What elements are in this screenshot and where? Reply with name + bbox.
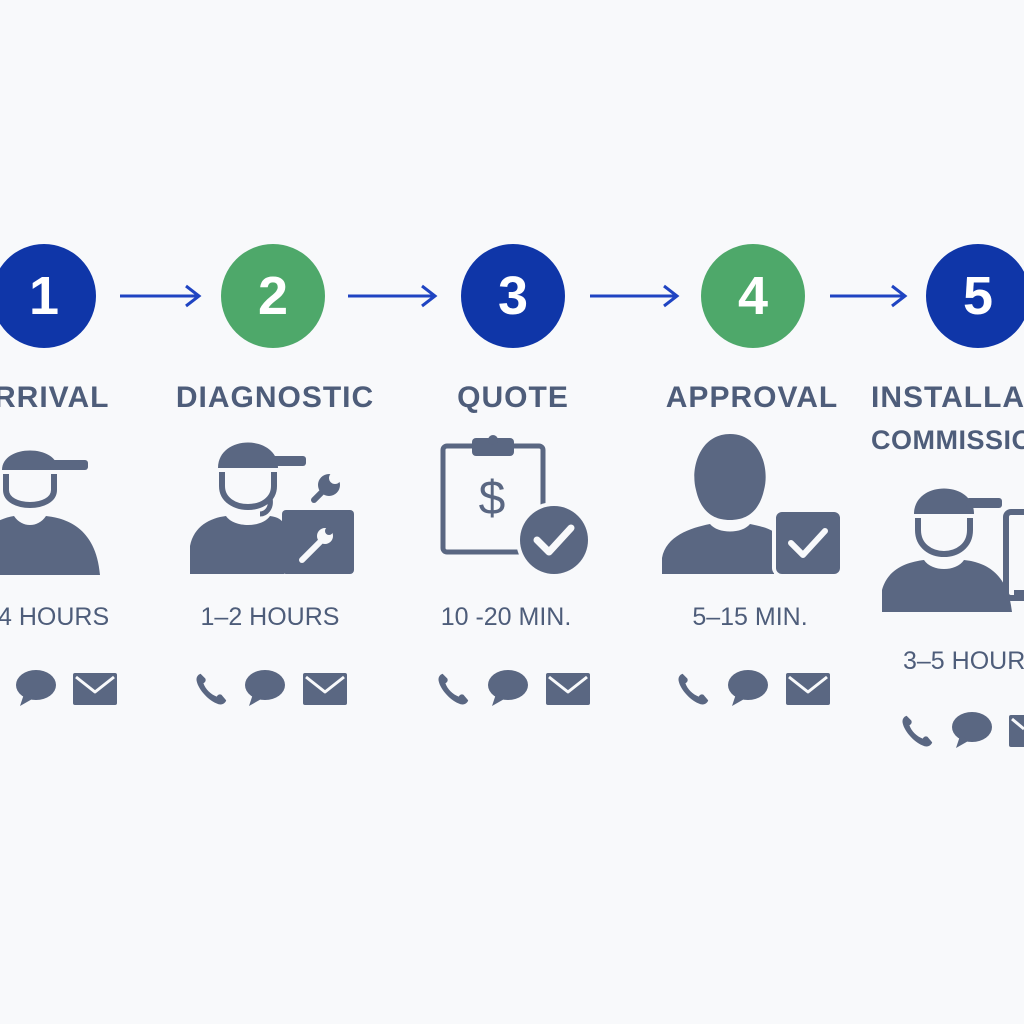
step-3-duration: 10 -20 MIN. xyxy=(440,603,572,631)
step-3-label: QUOTE xyxy=(457,381,569,414)
step-3-chat-icon[interactable] xyxy=(486,668,530,713)
step-3-number-circle: 3 xyxy=(461,244,565,348)
step-2-chat-icon[interactable] xyxy=(243,668,287,713)
step-3-phone-icon[interactable] xyxy=(434,670,472,713)
step-4-chat-icon[interactable] xyxy=(726,668,770,713)
step-2-email-icon[interactable] xyxy=(302,672,348,711)
step-4-email-icon[interactable] xyxy=(785,672,831,711)
step-5-chat-icon[interactable] xyxy=(950,710,994,755)
technician-wrench-icon xyxy=(186,428,358,583)
step-5-email-icon[interactable] xyxy=(1008,714,1024,753)
person-checkbox-icon xyxy=(660,430,846,585)
step-5-number-circle: 5 xyxy=(926,244,1024,348)
arrow-3-to-4 xyxy=(588,284,680,308)
svg-text:$: $ xyxy=(479,472,506,525)
arrow-4-to-5 xyxy=(828,284,908,308)
step-1-label: RRIVAL xyxy=(0,381,110,414)
step-5-duration: 3–5 HOUR xyxy=(903,647,1024,675)
clipboard-dollar-check-icon: $ xyxy=(438,434,598,579)
step-1-email-icon[interactable] xyxy=(72,672,118,711)
step-4-phone-icon[interactable] xyxy=(674,670,712,713)
arrow-2-to-3 xyxy=(346,284,438,308)
step-4-label: APPROVAL xyxy=(665,381,839,414)
step-1-number-circle: 1 xyxy=(0,244,96,348)
step-5-label: INSTALLA xyxy=(871,381,1024,414)
step-2-phone-icon[interactable] xyxy=(192,670,230,713)
technician-device-icon xyxy=(880,472,1024,627)
step-2-label: DIAGNOSTIC xyxy=(175,381,375,414)
step-1-duration: 4 HOURS xyxy=(0,603,110,631)
step-1-chat-icon[interactable] xyxy=(14,668,58,713)
step-3-email-icon[interactable] xyxy=(545,672,591,711)
step-5-phone-icon[interactable] xyxy=(898,712,936,755)
step-2-duration: 1–2 HOURS xyxy=(200,603,340,631)
step-4-duration: 5–15 MIN. xyxy=(692,603,808,631)
arrow-1-to-2 xyxy=(118,284,202,308)
step-4-number-circle: 4 xyxy=(701,244,805,348)
technician-cap-icon xyxy=(0,430,110,585)
step-5-label-line2: COMMISSIO xyxy=(871,425,1024,455)
step-2-number-circle: 2 xyxy=(221,244,325,348)
